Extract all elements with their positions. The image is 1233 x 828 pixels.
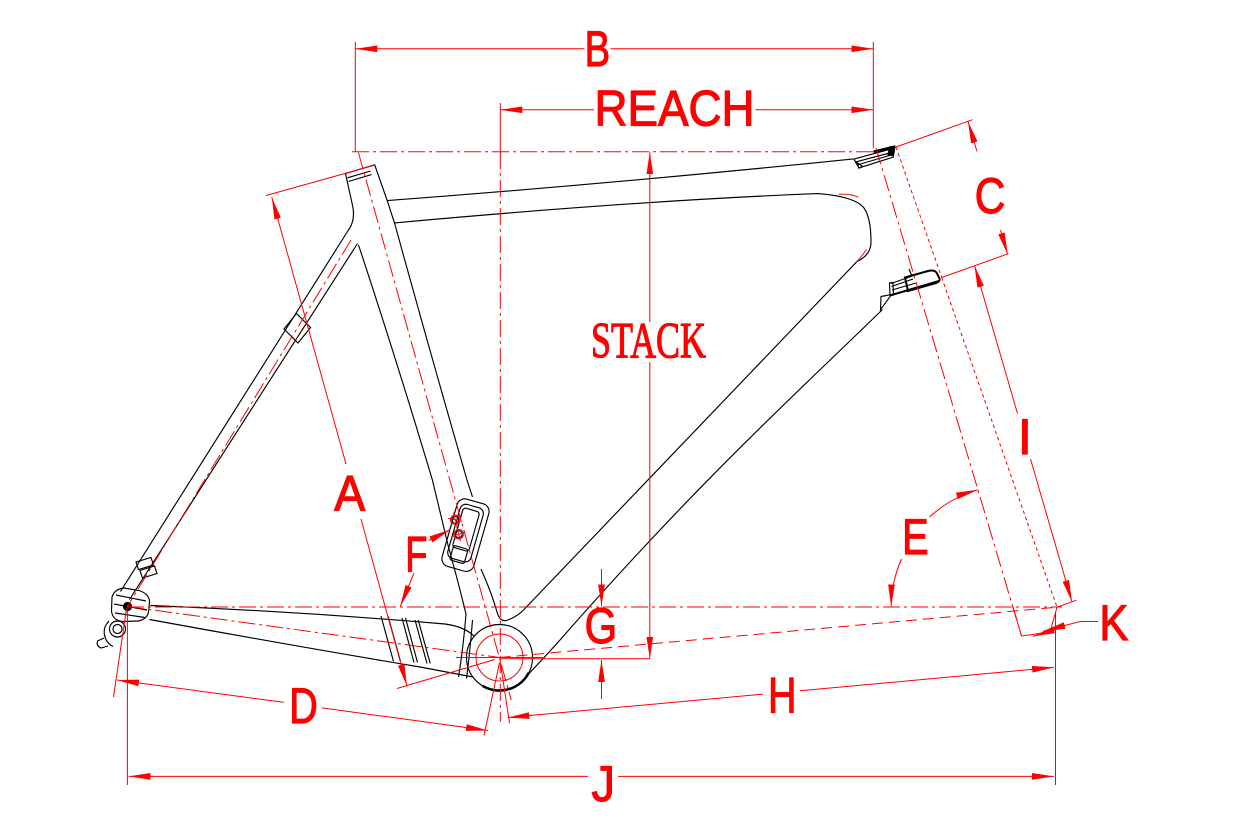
svg-text:J: J bbox=[592, 755, 616, 812]
svg-text:I: I bbox=[1018, 408, 1032, 465]
svg-text:G: G bbox=[585, 597, 618, 654]
svg-text:D: D bbox=[289, 677, 318, 734]
svg-text:REACH: REACH bbox=[595, 79, 755, 136]
svg-text:C: C bbox=[975, 167, 1006, 224]
svg-text:F: F bbox=[405, 526, 427, 583]
svg-text:H: H bbox=[768, 667, 797, 724]
svg-text:K: K bbox=[1099, 594, 1128, 651]
svg-text:STACK: STACK bbox=[591, 313, 706, 369]
svg-text:E: E bbox=[902, 508, 929, 565]
svg-text:B: B bbox=[585, 20, 611, 77]
svg-text:A: A bbox=[334, 465, 365, 522]
